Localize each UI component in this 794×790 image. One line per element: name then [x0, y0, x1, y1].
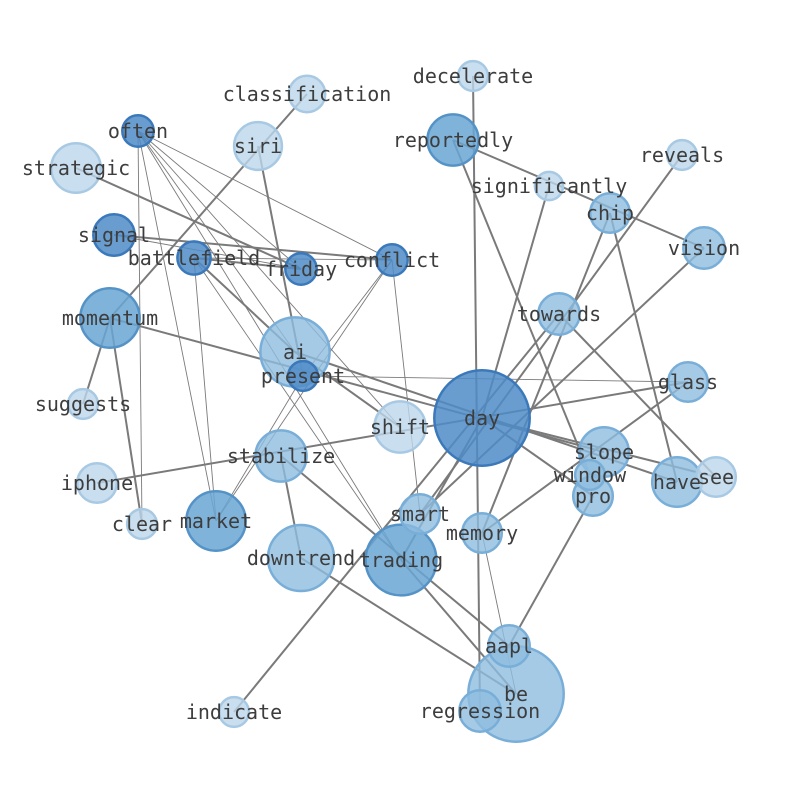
- edge-often-ai: [137, 130, 296, 353]
- node-suggests: [66, 387, 100, 421]
- node-label-have: have: [653, 470, 701, 494]
- node-label-chip: chip: [586, 201, 634, 225]
- edge-battlefield-market: [193, 257, 217, 522]
- node-significantly: [533, 170, 565, 202]
- node-friday: [284, 252, 318, 286]
- node-label-shift: shift: [370, 415, 430, 439]
- node-layer: [49, 59, 738, 743]
- node-downtrend: [266, 523, 336, 593]
- node-label-significantly: significantly: [471, 174, 628, 198]
- label-layer: classification decelerate often siri reporte…: [22, 64, 740, 724]
- node-label-vision: vision: [668, 236, 740, 260]
- node-label-battlefield: battlefield: [128, 246, 260, 270]
- node-see: [694, 455, 738, 499]
- node-siri: [232, 120, 284, 172]
- node-label-regression: regression: [420, 699, 540, 723]
- node-aapl: [487, 624, 531, 668]
- edge-often-conflict: [137, 130, 393, 261]
- edge-reportedly-window: [452, 139, 591, 476]
- edge-strategic-friday: [75, 167, 302, 270]
- edge-often-market: [137, 130, 217, 522]
- node-label-be: be: [504, 682, 528, 706]
- edge-vision-smart: [419, 247, 705, 515]
- node-memory: [460, 511, 504, 555]
- node-label-pro: pro: [575, 484, 611, 508]
- node-decelerate: [456, 59, 490, 93]
- node-label-classification: classification: [223, 82, 392, 106]
- node-label-clear: clear: [112, 512, 172, 536]
- edge-reportedly-vision: [452, 139, 705, 249]
- edge-towards-see: [558, 313, 717, 478]
- node-label-iphone: iphone: [61, 471, 133, 495]
- node-label-day: day: [464, 406, 500, 430]
- node-label-strategic: strategic: [22, 156, 130, 180]
- node-label-stabilize: stabilize: [227, 444, 335, 468]
- edge-layer: [75, 75, 717, 713]
- edge-pro-aapl: [508, 495, 594, 647]
- node-label-trading: trading: [359, 548, 443, 572]
- node-stabilize: [254, 429, 308, 483]
- node-window: [573, 458, 607, 492]
- node-label-momentum: momentum: [62, 306, 158, 330]
- node-label-reportedly: reportedly: [393, 128, 513, 152]
- node-chip: [588, 191, 632, 235]
- node-clear: [125, 507, 159, 541]
- node-label-see: see: [698, 465, 734, 489]
- edge-conflict-signal: [113, 234, 393, 261]
- edge-often-shift: [137, 130, 401, 428]
- node-indicate: [217, 695, 251, 729]
- node-label-siri: siri: [234, 134, 282, 158]
- node-trading: [364, 523, 438, 597]
- node-label-aapl: aapl: [485, 634, 533, 658]
- node-label-memory: memory: [446, 521, 518, 545]
- node-label-smart: smart: [390, 502, 450, 526]
- node-classification: [287, 74, 327, 114]
- node-strategic: [49, 141, 103, 195]
- node-label-friday: friday: [265, 257, 337, 281]
- node-smart: [398, 492, 442, 536]
- node-label-present: present: [261, 364, 345, 388]
- edge-momentum-clear: [109, 317, 143, 525]
- node-reveals: [665, 138, 699, 172]
- edge-chip-memory: [481, 212, 611, 534]
- node-market: [185, 490, 247, 552]
- node-often: [121, 114, 155, 148]
- node-signal: [92, 213, 136, 257]
- node-label-downtrend: downtrend: [247, 546, 355, 570]
- node-label-conflict: conflict: [344, 248, 440, 272]
- node-label-market: market: [180, 509, 252, 533]
- node-label-suggests: suggests: [35, 392, 131, 416]
- node-momentum: [79, 287, 141, 349]
- node-label-glass: glass: [658, 370, 718, 394]
- node-iphone: [75, 461, 119, 505]
- node-label-reveals: reveals: [640, 143, 724, 167]
- edge-often-friday: [137, 130, 302, 270]
- node-label-often: often: [108, 119, 168, 143]
- node-label-indicate: indicate: [186, 700, 282, 724]
- node-label-signal: signal: [78, 223, 150, 247]
- node-label-slope: slope: [574, 440, 634, 464]
- edge-battlefield-friday: [193, 257, 302, 270]
- node-regression: [458, 689, 502, 733]
- node-vision: [682, 226, 726, 270]
- node-glass: [666, 360, 710, 404]
- node-battlefield: [176, 240, 212, 276]
- node-label-ai: ai: [283, 340, 307, 364]
- node-label-decelerate: decelerate: [413, 64, 533, 88]
- node-label-window: window: [554, 463, 627, 487]
- edge-conflict-smart: [391, 259, 421, 515]
- node-shift: [373, 400, 427, 454]
- node-day: [433, 369, 531, 467]
- node-label-towards: towards: [517, 302, 601, 326]
- node-towards: [537, 292, 581, 336]
- edge-chip-have: [609, 212, 678, 483]
- node-reportedly: [426, 113, 480, 167]
- node-present: [286, 359, 320, 393]
- edge-battlefield-trading: [193, 257, 402, 561]
- node-conflict: [375, 243, 409, 277]
